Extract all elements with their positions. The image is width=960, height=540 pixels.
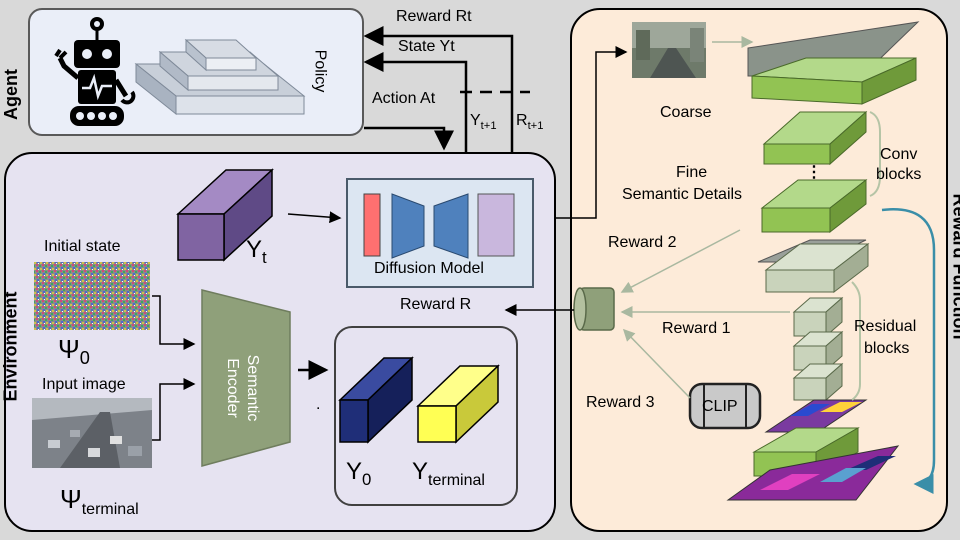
output-dot: . — [316, 396, 321, 413]
yt1-label: Yt+1 — [470, 112, 497, 133]
conv-blocks-label-1: Conv — [880, 146, 918, 163]
y-terminal-label: Yterminal — [412, 458, 485, 489]
residual-blocks-label-1: Residual — [854, 318, 917, 335]
rt1-label: Rt+1 — [516, 112, 544, 133]
conv-blocks-label-2: blocks — [876, 166, 922, 183]
conv-ellipsis: ⋮ — [806, 164, 822, 181]
diffusion-model-label: Diffusion Model — [374, 260, 484, 277]
reward-function-panel — [570, 8, 948, 532]
reward-3-label: Reward 3 — [586, 394, 655, 411]
reward-r-label: Reward R — [400, 296, 472, 313]
psi-terminal-label: Ψterminal — [60, 484, 139, 519]
agent-side-label: Agent — [1, 69, 21, 120]
clip-label: CLIP — [702, 398, 738, 415]
policy-label: Policy — [311, 49, 329, 93]
action-at-label: Action At — [372, 90, 436, 107]
semantic-details-label: Semantic Details — [622, 186, 743, 203]
environment-side-label: Environment — [0, 291, 21, 402]
residual-blocks-label-2: blocks — [864, 340, 910, 357]
input-image-label: Input image — [42, 376, 126, 393]
initial-state-label: Initial state — [44, 238, 121, 255]
reward-2-label: Reward 2 — [608, 234, 677, 251]
yt-label: Yt — [246, 236, 267, 267]
fine-label: Fine — [676, 164, 708, 181]
semantic-encoder-label: Semantic Encoder — [224, 354, 261, 422]
psi0-label: Ψ0 — [58, 334, 90, 369]
state-yt-label: State Yt — [398, 38, 455, 55]
reward-rt-label: Reward Rt — [396, 8, 472, 25]
reward-function-side-label: Reward Function — [949, 193, 960, 340]
reward-1-label: Reward 1 — [662, 320, 731, 337]
y0-label: Y0 — [346, 458, 372, 489]
coarse-label: Coarse — [660, 104, 712, 121]
